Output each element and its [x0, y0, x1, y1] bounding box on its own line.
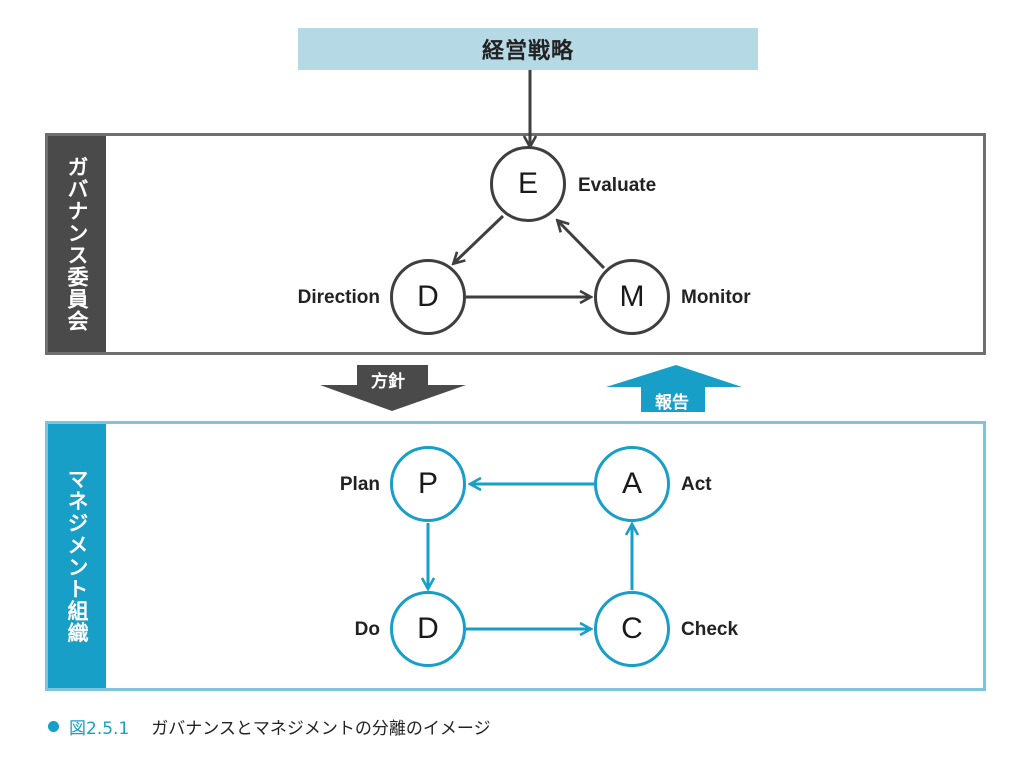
- plan-node: P: [390, 446, 466, 522]
- do-node: D: [390, 591, 466, 667]
- act-label: Act: [681, 474, 712, 495]
- policy-down-arrow: [320, 365, 466, 411]
- monitor-label: Monitor: [681, 287, 751, 308]
- check-node: C: [594, 591, 670, 667]
- check-label: Check: [681, 619, 739, 640]
- report-up-arrow: [606, 365, 742, 412]
- evaluate-label: Evaluate: [578, 175, 657, 196]
- report-label: 報告: [655, 393, 689, 413]
- direction-node: D: [390, 259, 466, 335]
- do-letter: D: [417, 612, 439, 645]
- do-label: Do: [354, 619, 380, 640]
- evaluate-node: E: [490, 146, 566, 222]
- figure-number: 図2.5.1: [69, 719, 130, 739]
- act-node: A: [594, 446, 670, 522]
- figure-caption: 図2.5.1 ガバナンスとマネジメントの分離のイメージ: [48, 714, 491, 739]
- caption-text: ガバナンスとマネジメントの分離のイメージ: [151, 719, 491, 739]
- strategy-label: 経営戦略: [481, 39, 574, 64]
- arrow-monitor-to-evaluate: [558, 221, 606, 270]
- direction-label: Direction: [297, 287, 380, 308]
- act-letter: A: [621, 467, 642, 500]
- governance-panel: ガバナンス委員会: [45, 133, 986, 355]
- strategy-box: 経営戦略: [298, 28, 758, 70]
- monitor-letter: M: [619, 280, 645, 313]
- arrow-evaluate-to-direction: [454, 214, 505, 263]
- management-panel: マネジメント組織: [45, 421, 986, 691]
- policy-label: 方針: [371, 372, 405, 392]
- plan-label: Plan: [339, 474, 380, 495]
- direction-letter: D: [417, 280, 439, 313]
- check-letter: C: [621, 612, 643, 645]
- caption-bullet-icon: [48, 721, 59, 732]
- plan-letter: P: [417, 467, 438, 500]
- management-label: マネジメント組織: [48, 424, 106, 688]
- evaluate-letter: E: [517, 167, 538, 200]
- monitor-node: M: [594, 259, 670, 335]
- governance-label: ガバナンス委員会: [48, 136, 106, 352]
